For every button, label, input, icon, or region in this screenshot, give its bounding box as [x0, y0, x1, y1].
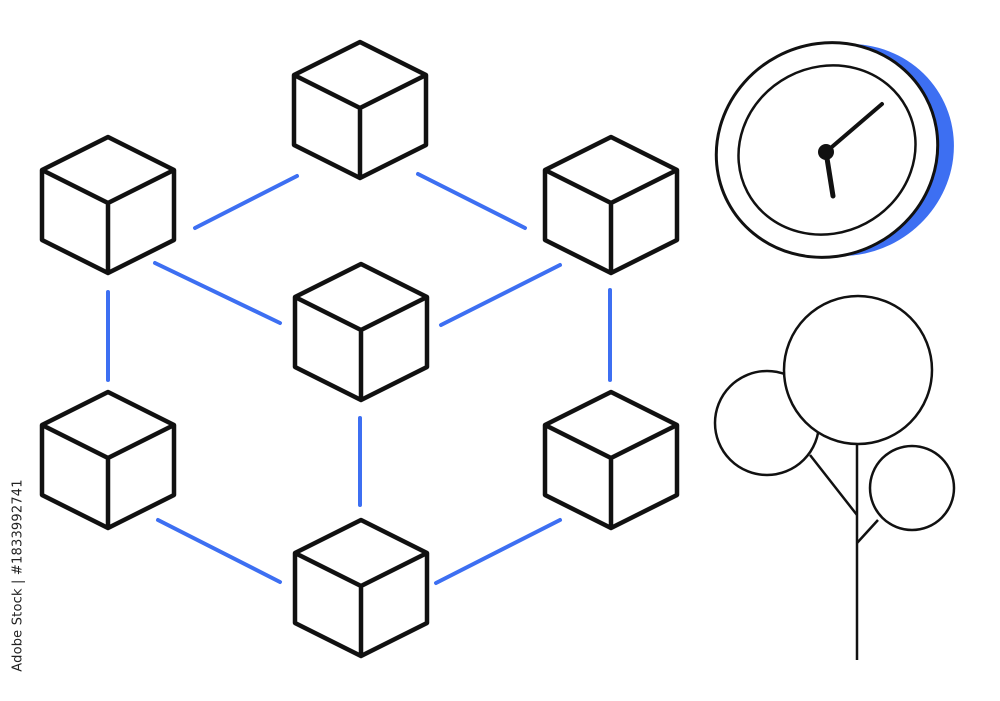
tree-icon [713, 294, 956, 660]
network-cubes [39, 39, 680, 659]
cube-2 [39, 134, 177, 276]
stock-id-text: Adobe Stock | #1833992741 [10, 478, 26, 672]
clock-icon [714, 41, 954, 259]
cube-5 [39, 389, 177, 531]
cube-3 [542, 134, 680, 276]
network-connections [106, 172, 612, 585]
cube-1 [291, 39, 429, 181]
stock-id-watermark: Adobe Stock | #1833992741 [6, 460, 30, 690]
cube-6 [542, 389, 680, 531]
cube-7 [292, 517, 430, 659]
cube-4 [292, 261, 430, 403]
